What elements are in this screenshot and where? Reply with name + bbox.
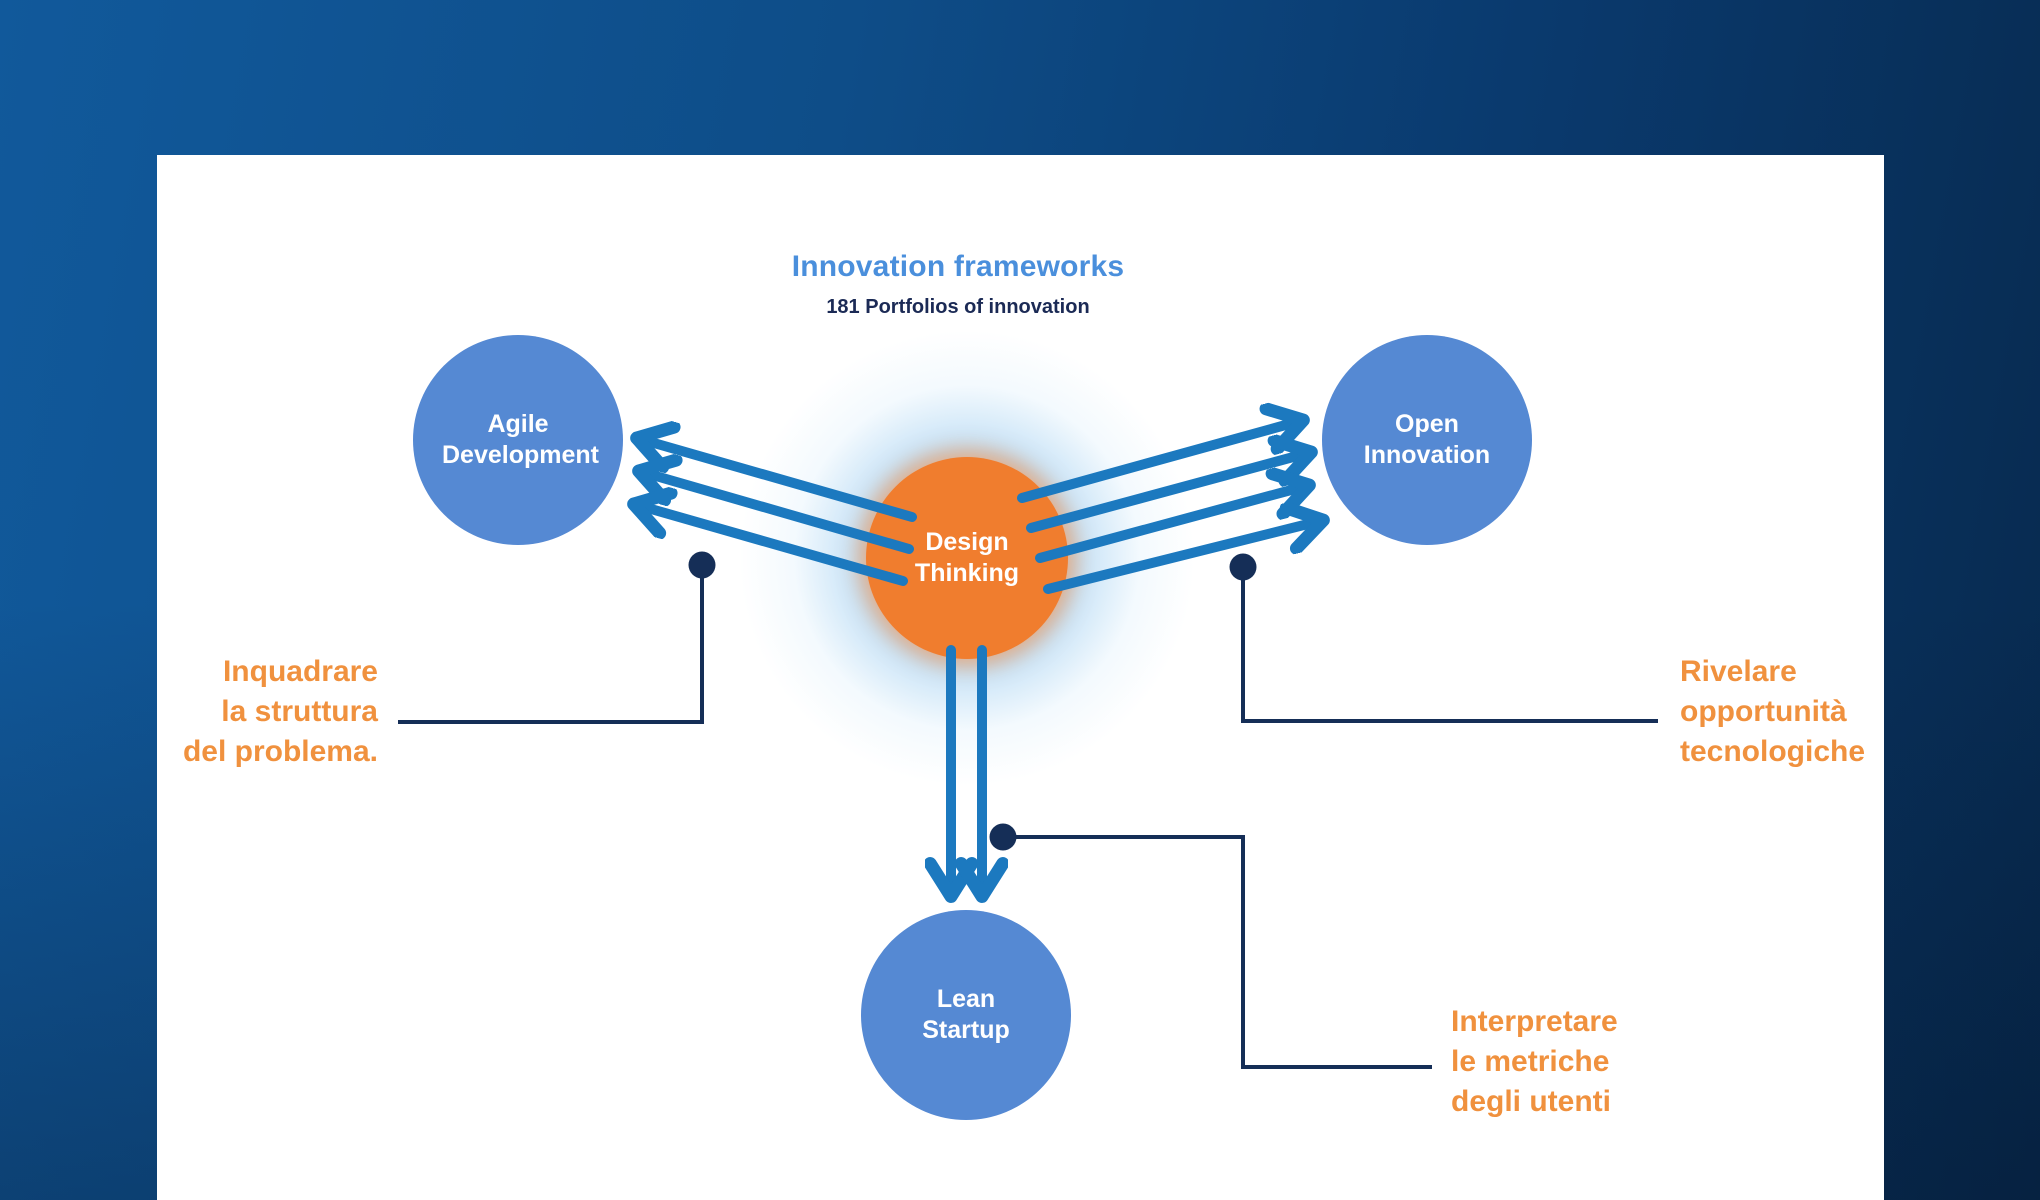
annotation-tech-opportunity: Rivelare opportunità tecnologiche — [1680, 655, 1866, 768]
node-lean-startup: Lean Startup — [861, 910, 1071, 1120]
node-design-thinking: Design Thinking — [866, 457, 1068, 659]
node-label: Agile Development — [442, 410, 599, 469]
node-label: Open Innovation — [1363, 410, 1491, 469]
node-agile-development: Agile Development — [413, 335, 623, 545]
diagram-title: Innovation frameworks — [791, 250, 1125, 283]
annotation-user-metrics: Interpretare le metriche degli utenti — [1451, 1005, 1618, 1118]
node-label: Lean Startup — [922, 985, 1010, 1044]
annotation-frame-problem: Inquadrare la struttura del problema. — [182, 655, 378, 768]
node-open-innovation: Open Innovation — [1322, 335, 1532, 545]
diagram-subtitle: 181 Portfolios of innovation — [826, 296, 1090, 318]
node-label: Design Thinking — [914, 528, 1020, 587]
